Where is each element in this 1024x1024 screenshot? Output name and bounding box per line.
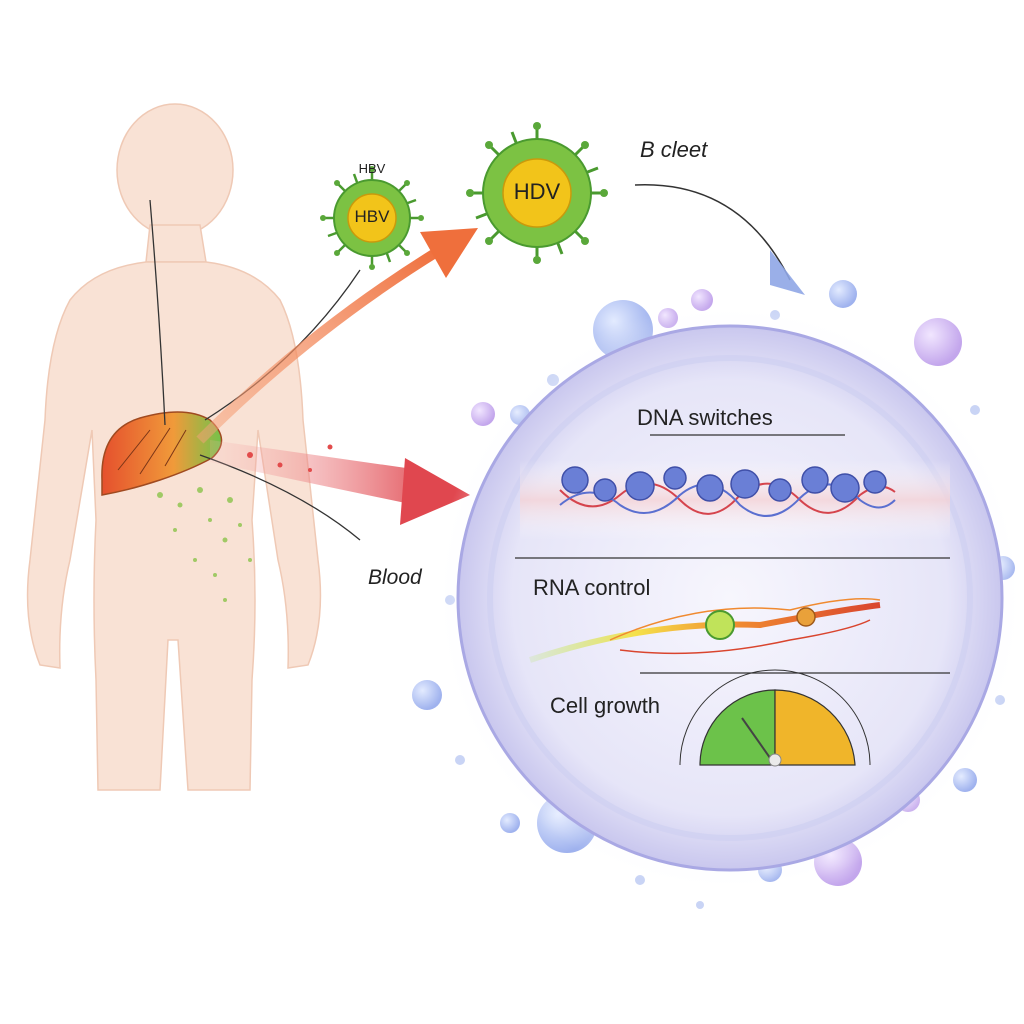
virus-icon (466, 122, 608, 264)
rna-control-label: RNA control (533, 575, 651, 600)
hbv-virus-label: HBV (354, 207, 390, 226)
virus-icon (320, 166, 424, 270)
b-cleet-label: B cleet (640, 137, 708, 162)
red-arrow (210, 440, 470, 525)
cell-growth-label: Cell growth (550, 693, 661, 718)
dna-strand-icon (520, 460, 950, 540)
cell (435, 303, 1024, 893)
rna-strand-icon (529, 598, 881, 663)
section-dividers (515, 434, 950, 674)
blue-arrow (634, 184, 805, 295)
blood-label: Blood (368, 566, 422, 589)
hbv-caption: HBV (358, 161, 386, 176)
liver-icon (101, 411, 252, 602)
orange-arrow (196, 228, 478, 444)
gauge-icon (679, 669, 871, 767)
dna-switches-label: DNA switches (637, 405, 773, 430)
hdv-virus-label: HDV (513, 179, 561, 204)
